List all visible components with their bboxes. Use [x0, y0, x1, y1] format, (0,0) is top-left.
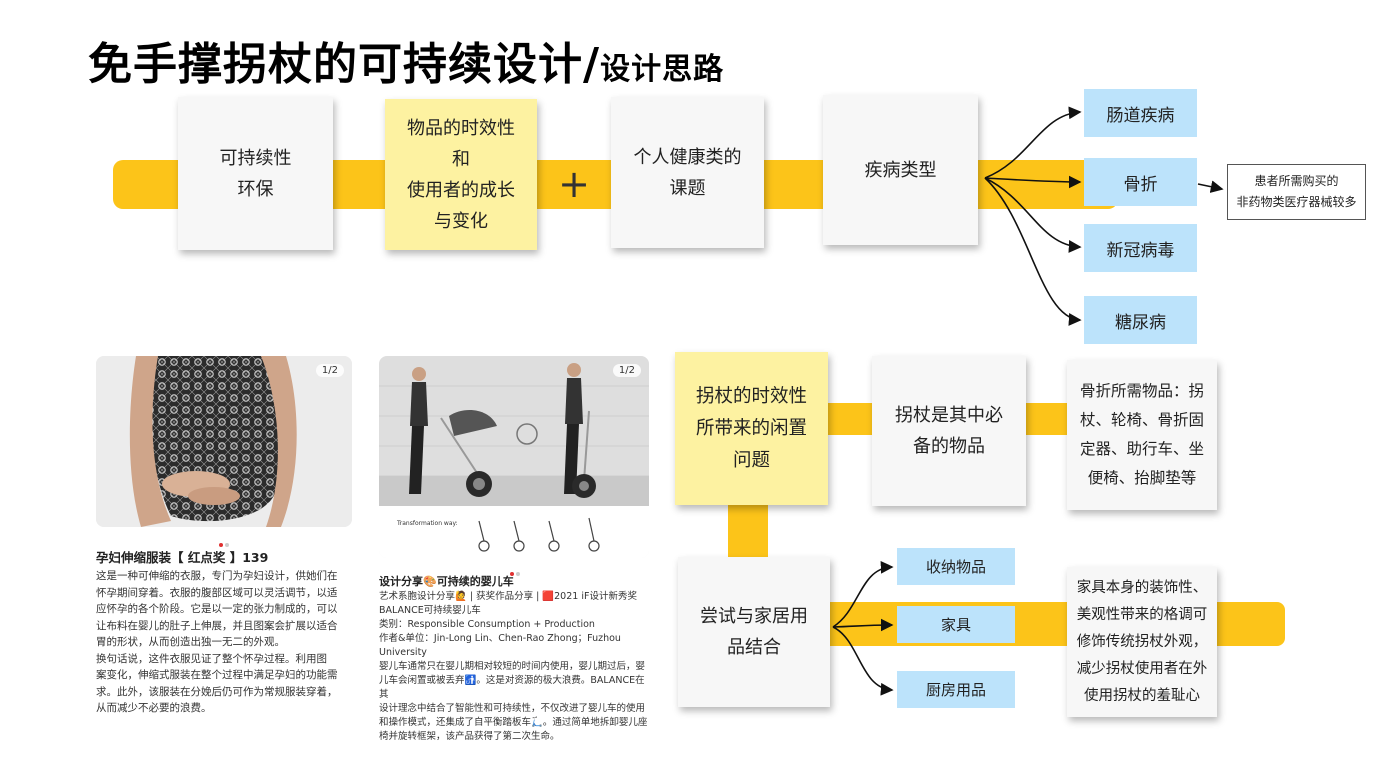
- arrow-to-diabetes: [984, 177, 1082, 326]
- disease-diabetes: 糖尿病: [1084, 296, 1197, 344]
- case2-photo: Transformation way: 1/2: [379, 356, 649, 558]
- note-fracture-items: 骨折所需物品：拐杖、轮椅、骨折固定器、助行车、坐便椅、抬脚垫等: [1067, 360, 1217, 510]
- note-timeliness: 物品的时效性和使用者的成长与变化: [385, 99, 537, 250]
- note-furniture-decor: 家具本身的装饰性、美观性带来的格调可修饰传统拐杖外观，减少拐杖使用者在外使用拐杖…: [1067, 567, 1217, 717]
- option-kitchen: 厨房用品: [897, 671, 1015, 708]
- case2-inset-label: Transformation way:: [397, 520, 458, 527]
- case2-pager: [509, 561, 521, 580]
- disease-fracture: 骨折: [1084, 158, 1197, 206]
- title-main: 免手撑拐杖的可持续设计/: [88, 39, 601, 90]
- case2-title: 设计分享🎨可持续的婴儿车: [379, 575, 514, 588]
- case1-title: 孕妇伸缩服装【 红点奖 】139: [96, 550, 269, 565]
- option-storage: 收纳物品: [897, 548, 1015, 585]
- page-title: 免手撑拐杖的可持续设计/设计思路: [88, 28, 724, 92]
- note-personal-health: 个人健康类的课题: [611, 97, 764, 248]
- arrow-to-fracture: [984, 175, 1082, 189]
- disease-covid: 新冠病毒: [1084, 224, 1197, 272]
- disease-intestinal: 肠道疾病: [1084, 89, 1197, 137]
- arrow-to-intestinal: [984, 106, 1082, 179]
- maternity-garment-illustration: [96, 356, 352, 527]
- arrow-to-furniture: [832, 618, 894, 632]
- stroller-illustration: [379, 356, 649, 558]
- case2-body: 艺术系胞设计分享🙋 | 获奖作品分享 | 🟥2021 iF设计新秀奖 BALAN…: [379, 591, 648, 742]
- title-sub: 设计思路: [600, 52, 725, 87]
- case1-photo: 1/2: [96, 356, 352, 527]
- case1-pager: [218, 532, 230, 551]
- arrow-to-kitchen: [832, 626, 894, 696]
- plus-sign: +: [558, 162, 590, 206]
- arrow-to-storage: [832, 560, 894, 628]
- note-home-goods: 尝试与家居用品结合: [678, 557, 830, 707]
- arrow-to-fracture-note: [1197, 180, 1224, 193]
- fracture-note-box: 患者所需购买的非药物类医疗器械较多: [1227, 164, 1366, 220]
- note-crutch-essential: 拐杖是其中必备的物品: [872, 356, 1026, 506]
- note-disease-types: 疾病类型: [823, 95, 978, 245]
- arrow-to-covid: [984, 177, 1082, 253]
- note-crutch-idle: 拐杖的时效性所带来的闲置问题: [675, 352, 828, 505]
- vertical-connector: [728, 500, 768, 564]
- case1-badge: 1/2: [315, 364, 344, 377]
- case2-badge: 1/2: [612, 364, 641, 377]
- note-sustainability: 可持续性环保: [178, 97, 333, 250]
- case1-body: 这是一种可伸缩的衣服，专门为孕妇设计，供她们在 怀孕期间穿着。衣服的腹部区域可以…: [96, 570, 338, 714]
- option-furniture: 家具: [897, 606, 1015, 643]
